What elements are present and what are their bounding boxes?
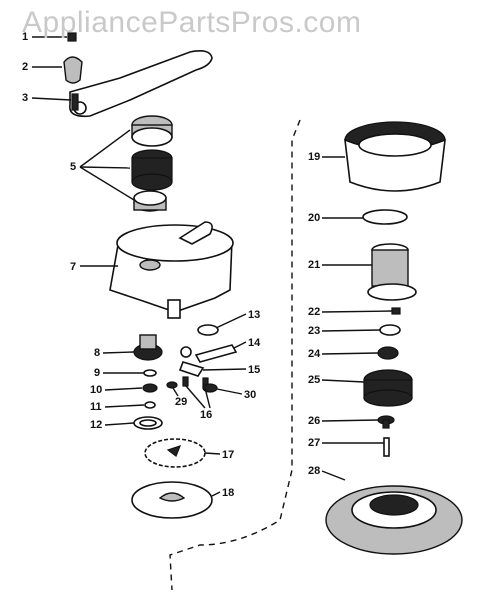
dashed-boundary bbox=[169, 119, 301, 591]
callout-10: 10 bbox=[90, 384, 143, 396]
part-18-plate bbox=[131, 481, 213, 519]
callout-3: 3 bbox=[22, 92, 72, 104]
svg-text:22: 22 bbox=[308, 306, 320, 318]
part-11-washer bbox=[144, 401, 156, 409]
svg-text:12: 12 bbox=[90, 419, 102, 431]
callout-1: 1 bbox=[22, 31, 67, 43]
svg-text:21: 21 bbox=[308, 259, 320, 271]
svg-text:7: 7 bbox=[70, 261, 76, 273]
callout-12: 12 bbox=[90, 419, 135, 431]
svg-text:25: 25 bbox=[308, 374, 320, 386]
svg-text:17: 17 bbox=[222, 449, 234, 461]
part-25-impeller bbox=[363, 369, 413, 407]
part-23-washer bbox=[379, 324, 401, 336]
part-20-o-ring bbox=[362, 209, 408, 225]
callout-16: 16 bbox=[185, 385, 212, 421]
svg-text:2: 2 bbox=[22, 61, 28, 73]
part-26-screw bbox=[377, 415, 395, 429]
part-19-top-housing bbox=[344, 121, 446, 192]
svg-text:19: 19 bbox=[308, 151, 320, 163]
svg-text:5: 5 bbox=[70, 161, 76, 173]
part-9-washer bbox=[143, 369, 157, 377]
svg-text:9: 9 bbox=[94, 367, 100, 379]
part-10-washer bbox=[142, 383, 158, 393]
svg-text:27: 27 bbox=[308, 437, 320, 449]
svg-text:15: 15 bbox=[248, 364, 260, 376]
svg-text:8: 8 bbox=[94, 347, 100, 359]
callout-14: 14 bbox=[233, 337, 261, 349]
svg-text:1: 1 bbox=[22, 31, 28, 43]
callout-23: 23 bbox=[308, 325, 381, 337]
svg-text:28: 28 bbox=[308, 465, 320, 477]
part-27-pin bbox=[383, 437, 390, 457]
callout-11: 11 bbox=[90, 401, 145, 413]
part-8-gear bbox=[133, 334, 163, 361]
part-12-ring bbox=[133, 416, 163, 430]
part-29-nut bbox=[166, 381, 178, 389]
svg-text:26: 26 bbox=[308, 415, 320, 427]
svg-text:10: 10 bbox=[90, 384, 102, 396]
part-5-plunger-stack bbox=[131, 115, 173, 212]
callout-2: 2 bbox=[22, 61, 62, 73]
part-28-base-ring bbox=[325, 485, 463, 555]
svg-text:14: 14 bbox=[248, 337, 261, 349]
part-1-screw bbox=[67, 32, 77, 42]
callout-25: 25 bbox=[308, 374, 365, 386]
svg-text:23: 23 bbox=[308, 325, 320, 337]
part-22-key bbox=[391, 307, 401, 315]
callout-17: 17 bbox=[204, 449, 234, 461]
svg-text:13: 13 bbox=[248, 309, 260, 321]
part-2-knob bbox=[63, 56, 83, 84]
callout-22: 22 bbox=[308, 306, 393, 318]
callout-26: 26 bbox=[308, 415, 379, 427]
part-14-lever bbox=[180, 344, 238, 363]
callout-19: 19 bbox=[308, 151, 345, 163]
svg-text:3: 3 bbox=[22, 92, 28, 104]
part-7-motor-housing bbox=[109, 221, 234, 319]
callout-21: 21 bbox=[308, 259, 372, 271]
svg-text:24: 24 bbox=[308, 348, 321, 360]
part-21-shaft-body bbox=[367, 243, 417, 301]
callout-27: 27 bbox=[308, 437, 384, 449]
callout-13: 13 bbox=[215, 309, 260, 329]
part-24-nut bbox=[377, 346, 399, 360]
part-handle-arm bbox=[69, 50, 213, 118]
callout-5: 5 bbox=[70, 129, 135, 201]
callout-9: 9 bbox=[94, 367, 144, 379]
svg-text:18: 18 bbox=[222, 487, 234, 499]
callout-30: 30 bbox=[216, 388, 256, 401]
callout-18: 18 bbox=[211, 487, 234, 499]
callout-15: 15 bbox=[202, 364, 260, 376]
part-30-nut bbox=[202, 383, 218, 393]
callout-24: 24 bbox=[308, 348, 379, 360]
callout-29: 29 bbox=[172, 387, 187, 408]
svg-text:29: 29 bbox=[175, 396, 187, 408]
watermark: AppliancePartsPros.com bbox=[22, 6, 362, 39]
part-13-clip bbox=[197, 324, 219, 336]
callout-7: 7 bbox=[70, 261, 118, 273]
part-15-link bbox=[178, 361, 205, 377]
callout-8: 8 bbox=[94, 347, 135, 359]
callout-20: 20 bbox=[308, 212, 363, 224]
svg-text:11: 11 bbox=[90, 401, 102, 413]
part-3-pin bbox=[71, 93, 79, 111]
svg-text:20: 20 bbox=[308, 212, 320, 224]
part-17-cutter-disc bbox=[144, 438, 206, 468]
svg-text:16: 16 bbox=[200, 409, 212, 421]
callout-28: 28 bbox=[308, 465, 346, 481]
svg-text:30: 30 bbox=[244, 389, 256, 401]
